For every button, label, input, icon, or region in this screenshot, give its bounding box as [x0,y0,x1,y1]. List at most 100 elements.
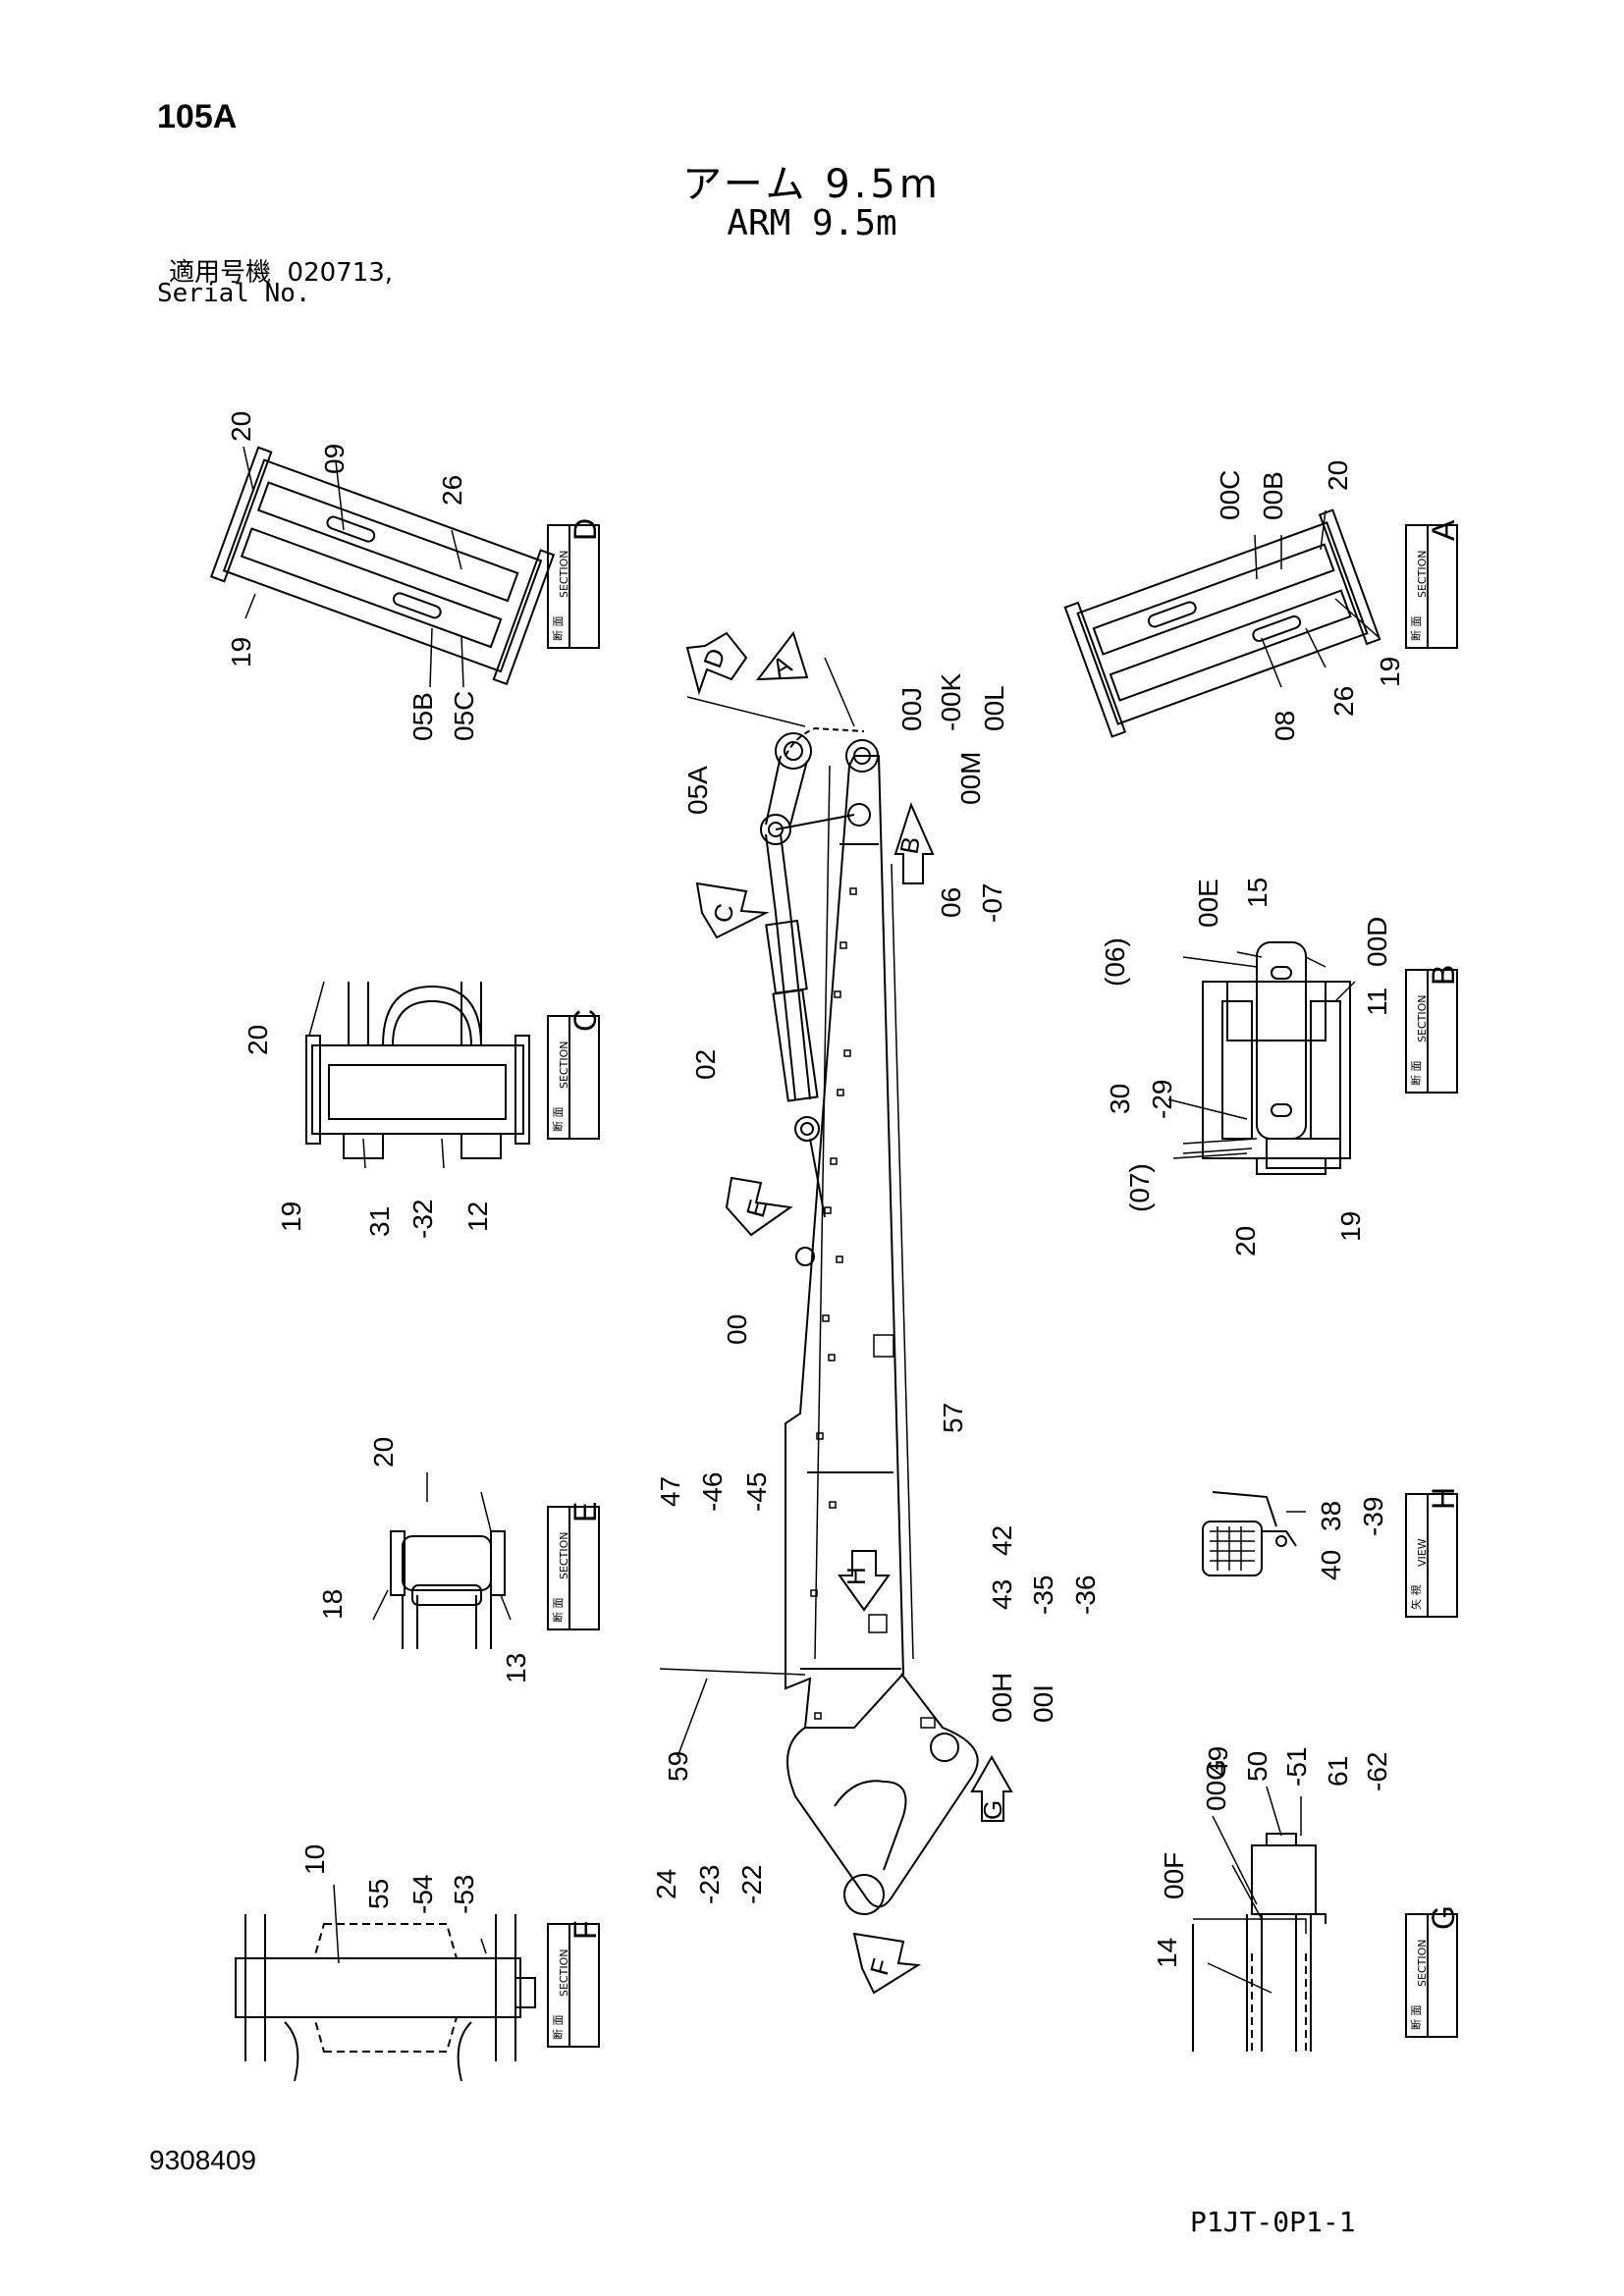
label-a-20: 20 [1323,460,1353,491]
section-c-letter: C [568,1009,603,1032]
section-a-en: SECTION [1416,551,1429,598]
label-d-09: 09 [319,444,350,474]
label-b-07-ref: (07) [1124,1163,1155,1212]
label-h-38: 38 [1316,1501,1346,1531]
label-d-26: 26 [437,475,467,506]
label-g-49: 49 [1203,1746,1233,1777]
label-g-50: 50 [1242,1751,1272,1782]
title-japanese: アーム 9.5m [682,162,942,207]
label-22: -22 [736,1865,767,1904]
arrow-d-label: D [697,644,731,671]
document-number: 9308409 [149,2145,257,2175]
section-box-f: F 断 面 SECTION [547,1920,603,2048]
page-code: 105A [157,98,238,135]
section-f-drawing [235,1884,536,2082]
label-b-19: 19 [1335,1211,1366,1242]
section-e-ja: 断 面 [551,1598,565,1624]
section-d-en: SECTION [558,551,570,598]
label-35: -35 [1028,1575,1058,1615]
sheet-code: P1JT-0P1-1 [1190,2206,1356,2238]
label-00l: 00L [979,685,1009,731]
section-box-g: G 断 面 SECTION [1405,1905,1461,2038]
section-box-a: A 断 面 SECTION [1405,519,1461,649]
label-b-15: 15 [1242,878,1272,908]
label-43: 43 [987,1579,1017,1610]
label-c-31: 31 [364,1206,395,1237]
section-a-ja: 断 面 [1409,616,1423,642]
section-g-ja: 断 面 [1409,2005,1423,2031]
label-23: -23 [694,1865,725,1904]
serial-label-english: Serial No. [157,279,311,308]
label-g-51: -51 [1281,1747,1312,1787]
label-a-26: 26 [1328,686,1359,717]
arrow-f-label: F [864,1955,896,1978]
section-g-letter: G [1426,1905,1461,1930]
label-e-13: 13 [501,1653,531,1683]
label-59: 59 [663,1751,693,1782]
label-00i: 00I [1028,1684,1058,1723]
label-47: 47 [655,1476,685,1507]
label-a-00b: 00B [1258,471,1288,520]
section-h-ja: 矢 視 [1409,1585,1423,1611]
section-g-drawing [1192,1786,1326,2052]
title-english: ARM 9.5m [727,203,897,243]
label-00h: 00H [987,1673,1017,1723]
label-a-19: 19 [1375,657,1405,687]
section-box-e: E 断 面 SECTION [547,1502,603,1630]
arrow-c-label: C [707,900,740,926]
serial-label-japanese: 適用号機 020713, [169,258,394,288]
label-c-32: -32 [407,1200,438,1239]
section-a-letter: A [1426,519,1461,541]
section-box-d: D 断 面 SECTION [547,518,603,649]
label-00: 00 [722,1314,752,1345]
label-b-00e: 00E [1193,879,1223,928]
label-a-00c: 00C [1215,470,1245,520]
label-24: 24 [651,1869,681,1899]
section-e-en: SECTION [558,1532,570,1579]
section-d-letter: D [568,518,603,541]
section-b-drawing [1167,941,1356,1175]
label-h-40: 40 [1316,1550,1346,1580]
label-f-54: -54 [407,1875,438,1914]
label-36: -36 [1070,1575,1101,1615]
label-a-08: 08 [1270,711,1300,741]
section-h-en: VIEW [1416,1538,1429,1567]
label-57: 57 [938,1403,968,1433]
label-h-39: -39 [1358,1497,1388,1536]
arrow-h-label: H [841,1567,871,1585]
label-g-61: 61 [1323,1756,1353,1787]
section-box-c: C 断 面 SECTION [547,1009,603,1140]
section-g-en: SECTION [1416,1940,1429,1987]
label-f-55: 55 [363,1879,394,1909]
section-e-drawing [372,1472,512,1649]
label-05a: 05A [682,766,713,815]
label-f-10: 10 [299,1844,330,1875]
section-f-ja: 断 面 [551,2015,565,2041]
section-f-en: SECTION [558,1949,570,1997]
section-b-letter: B [1426,965,1461,986]
label-c-20: 20 [243,1025,273,1055]
label-00m: 00M [955,752,986,805]
label-c-12: 12 [462,1201,493,1232]
label-42: 42 [987,1525,1017,1556]
label-46: -46 [697,1472,728,1512]
label-d-05c: 05C [449,691,479,741]
view-arrows [685,630,1013,1995]
section-a-drawing [1063,508,1381,738]
label-g-14: 14 [1152,1938,1182,1968]
label-b-06-ref: (06) [1100,937,1130,987]
label-g-00g: 00G [1201,1759,1231,1811]
label-d-19: 19 [226,637,256,667]
label-00j: 00J [896,687,927,731]
section-b-ja: 断 面 [1409,1061,1423,1087]
label-b-20: 20 [1230,1226,1261,1256]
label-d-05b: 05B [407,692,438,741]
arrow-g-label: G [978,1800,1007,1820]
arrow-b-label: B [894,834,927,856]
label-e-20: 20 [368,1437,399,1468]
section-box-b: B 断 面 SECTION [1405,965,1461,1094]
section-c-drawing [305,981,530,1169]
label-g-00f: 00F [1159,1852,1189,1899]
section-d-ja: 断 面 [551,616,565,642]
section-d-drawing [209,446,556,688]
